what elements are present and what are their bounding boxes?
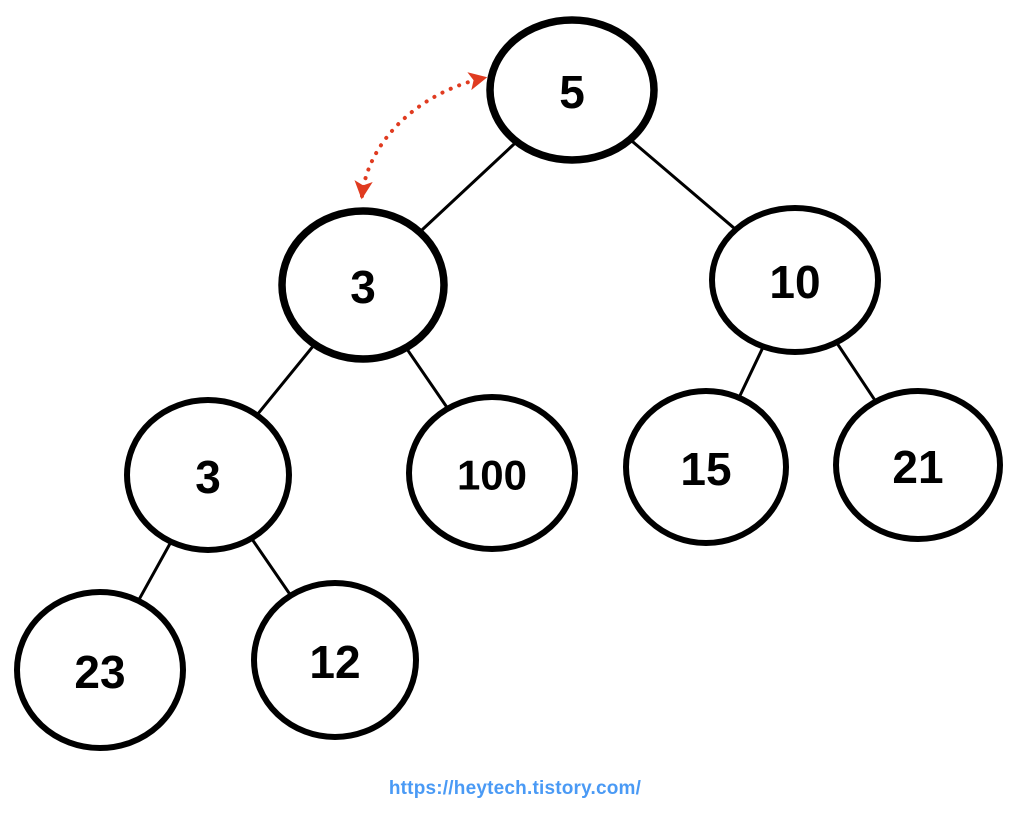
swap-pointer-arrow	[354, 72, 488, 200]
tree-node-23-shape[interactable]	[14, 589, 186, 751]
nodes-layer: 5 3 10 3 100 15 21 23 12	[14, 16, 1003, 751]
tree-node-3-left-shape[interactable]	[124, 397, 292, 553]
watermark-url[interactable]: https://heytech.tistory.com/	[388, 778, 642, 799]
edge-3-to-12	[249, 536, 293, 598]
tree-node-15-label: 15	[680, 443, 731, 495]
edge-5-to-10	[628, 137, 738, 232]
tree-node-23[interactable]: 23	[14, 589, 186, 751]
edge-10-to-21	[834, 340, 878, 404]
tree-node-100-label: 100	[457, 452, 527, 499]
tree-node-10-label: 10	[769, 256, 820, 308]
edge-3-to-3	[255, 342, 317, 417]
tree-node-5-label: 5	[559, 66, 585, 118]
tree-node-21-shape[interactable]	[833, 388, 1003, 542]
tree-node-3-selected-shape[interactable]	[278, 207, 448, 363]
tree-node-100[interactable]: 100	[406, 394, 578, 552]
tree-node-3-selected[interactable]: 3	[278, 207, 448, 363]
tree-node-12-label: 12	[309, 636, 360, 688]
tree-node-3-left-label: 3	[195, 451, 221, 503]
tree-node-21[interactable]: 21	[833, 388, 1003, 542]
tree-node-3-selected-label: 3	[350, 261, 376, 313]
edges-layer	[136, 137, 878, 603]
edge-5-to-3	[418, 140, 519, 234]
tree-node-10-shape[interactable]	[709, 205, 881, 355]
tree-node-12-shape[interactable]	[251, 580, 419, 740]
tree-node-5[interactable]: 5	[486, 16, 658, 164]
tree-node-23-label: 23	[74, 646, 125, 698]
edge-10-to-15	[737, 345, 765, 400]
edge-3-to-23	[136, 540, 173, 603]
tree-node-12[interactable]: 12	[251, 580, 419, 740]
edge-3-to-100	[404, 346, 450, 411]
tree-node-5-shape[interactable]	[486, 16, 658, 164]
tree-node-21-label: 21	[892, 441, 943, 493]
tree-node-15-shape[interactable]	[623, 388, 789, 546]
tree-node-10[interactable]: 10	[709, 205, 881, 355]
tree-node-100-shape[interactable]	[406, 394, 578, 552]
tree-node-3-left[interactable]: 3	[124, 397, 292, 553]
tree-node-15[interactable]: 15	[623, 388, 789, 546]
pointer-layer	[354, 72, 488, 200]
